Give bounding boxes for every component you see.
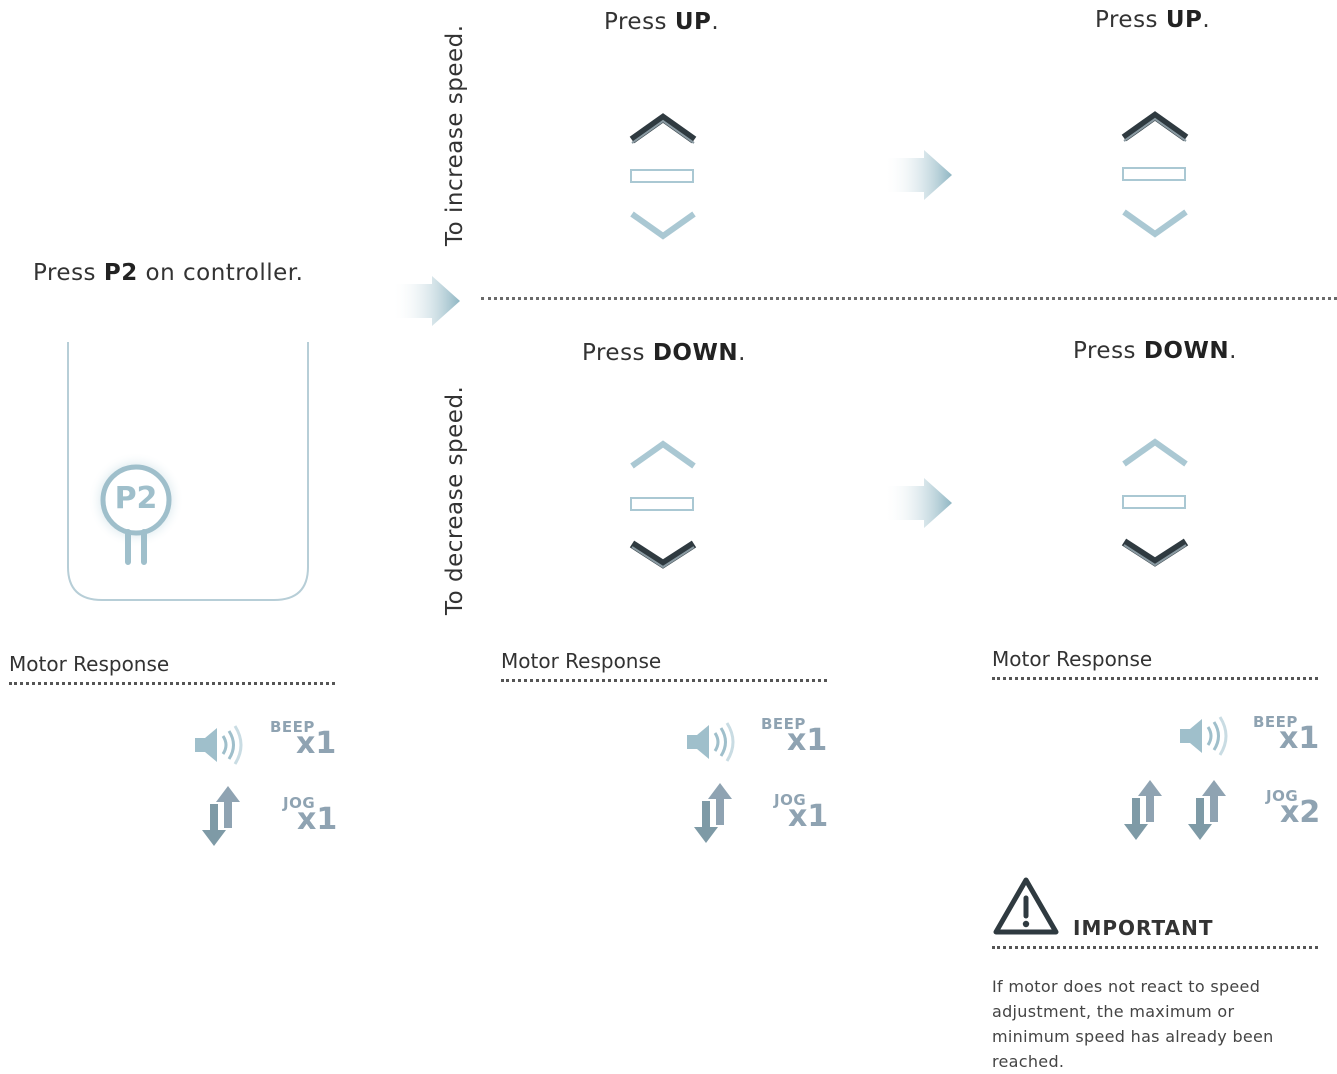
decrease-step1-prefix: Press bbox=[582, 340, 653, 366]
decrease-side-label: To decrease speed. bbox=[442, 385, 468, 615]
beep-counter: BEEP x1 bbox=[1253, 713, 1323, 763]
increase-step1-key: UP bbox=[674, 9, 712, 35]
jog-label: JOG bbox=[1266, 787, 1299, 805]
motor-response-title: Motor Response bbox=[9, 652, 170, 676]
stop-bar-icon bbox=[1122, 495, 1186, 509]
important-text: If motor does not react to speed adjustm… bbox=[992, 977, 1274, 1071]
speaker-icon bbox=[685, 719, 737, 765]
decrease-step1-key: DOWN bbox=[652, 340, 739, 366]
motor-response-title: Motor Response bbox=[501, 649, 662, 673]
keypad-down-pressed bbox=[628, 436, 698, 576]
jog-counter: JOG x1 bbox=[283, 794, 343, 844]
flow-arrow-icon bbox=[884, 150, 954, 200]
decrease-step2-suffix: . bbox=[1229, 338, 1237, 364]
increase-step2-instruction: Press UP. bbox=[1095, 7, 1210, 33]
p2-button-label: P2 bbox=[114, 481, 158, 516]
jog-arrows-icon bbox=[200, 784, 244, 848]
flow-arrow-icon bbox=[884, 478, 954, 528]
jog-counter: JOG x1 bbox=[774, 791, 834, 841]
jog-arrows-icon bbox=[1122, 778, 1166, 842]
increase-side-label: To increase speed. bbox=[442, 24, 468, 246]
stop-bar-icon bbox=[630, 497, 694, 511]
warning-icon bbox=[992, 876, 1060, 938]
increase-step2-suffix: . bbox=[1202, 7, 1211, 33]
beep-label: BEEP bbox=[761, 715, 806, 733]
decrease-step1-instruction: Press DOWN. bbox=[582, 340, 746, 366]
controller-instruction-prefix: Press bbox=[33, 260, 104, 286]
important-divider bbox=[992, 946, 1318, 949]
jog-arrows-icon bbox=[692, 781, 736, 845]
jog-label: JOG bbox=[283, 794, 316, 812]
motor-response-divider bbox=[992, 677, 1318, 680]
jog-arrows-icon bbox=[1186, 778, 1230, 842]
speaker-icon bbox=[193, 722, 245, 768]
jog-label: JOG bbox=[774, 791, 807, 809]
chevron-down-icon bbox=[629, 540, 697, 569]
keypad-down-pressed-2 bbox=[1120, 434, 1190, 574]
increase-step1-suffix: . bbox=[711, 9, 720, 35]
section-divider bbox=[481, 297, 1337, 300]
increase-step1-instruction: Press UP. bbox=[604, 9, 719, 35]
increase-step2-key: UP bbox=[1165, 7, 1203, 33]
important-title: IMPORTANT bbox=[1073, 916, 1214, 940]
chevron-down-icon bbox=[1121, 538, 1189, 567]
controller-outline bbox=[66, 342, 312, 608]
flow-arrow-icon bbox=[392, 276, 462, 326]
controller-instruction-key: P2 bbox=[103, 260, 138, 286]
beep-label: BEEP bbox=[1253, 713, 1298, 731]
beep-counter: BEEP x1 bbox=[270, 718, 340, 768]
jog-count: x1 bbox=[788, 799, 829, 834]
chevron-up-icon bbox=[1122, 438, 1188, 467]
decrease-step2-prefix: Press bbox=[1073, 338, 1144, 364]
controller-instruction-suffix: on controller. bbox=[137, 260, 304, 286]
motor-response-title: Motor Response bbox=[992, 647, 1153, 671]
jog-counter: JOG x2 bbox=[1266, 787, 1326, 837]
keypad-up-pressed bbox=[628, 108, 698, 248]
increase-step2-prefix: Press bbox=[1095, 7, 1166, 33]
beep-label: BEEP bbox=[270, 718, 315, 736]
chevron-up-icon bbox=[630, 440, 696, 469]
decrease-step2-instruction: Press DOWN. bbox=[1073, 338, 1237, 364]
chevron-up-icon bbox=[1121, 111, 1189, 142]
speaker-icon bbox=[1178, 713, 1230, 759]
stop-bar-icon bbox=[630, 169, 694, 183]
decrease-step2-key: DOWN bbox=[1143, 338, 1230, 364]
p2-button[interactable]: P2 bbox=[86, 448, 186, 578]
stop-bar-icon bbox=[1122, 167, 1186, 181]
motor-response-divider bbox=[501, 679, 827, 682]
beep-count: x1 bbox=[296, 726, 337, 761]
jog-count: x2 bbox=[1280, 795, 1321, 830]
jog-count: x1 bbox=[297, 802, 338, 837]
motor-response-divider bbox=[9, 682, 335, 685]
beep-count: x1 bbox=[1279, 721, 1320, 756]
chevron-down-icon bbox=[630, 211, 696, 240]
chevron-down-icon bbox=[1122, 209, 1188, 238]
controller-instruction: Press P2 on controller. bbox=[33, 260, 303, 286]
beep-counter: BEEP x1 bbox=[761, 715, 831, 765]
decrease-step1-suffix: . bbox=[738, 340, 746, 366]
increase-step1-prefix: Press bbox=[604, 9, 675, 35]
beep-count: x1 bbox=[787, 723, 828, 758]
keypad-up-pressed-2 bbox=[1120, 106, 1190, 246]
chevron-up-icon bbox=[629, 113, 697, 144]
